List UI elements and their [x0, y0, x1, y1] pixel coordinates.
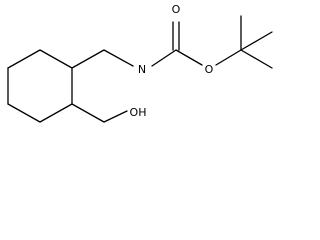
bond-set [7, 15, 273, 123]
ring-bond-6 [7, 49, 41, 69]
c-oh-bond [103, 110, 128, 123]
n-c-carbonyl-bond [151, 49, 177, 67]
tertbutyl-methyl-bond-down [240, 49, 273, 69]
o-c-tertbutyl-bond [215, 49, 242, 66]
ring-bond-3 [39, 103, 73, 123]
atom-labels: O N O OH [130, 3, 214, 119]
atom-label-oxygen-carbonyl: O [172, 3, 181, 16]
atom-label-nitrogen: N [138, 63, 146, 76]
chemical-structure-diagram: O N O OH [7, 3, 273, 123]
atom-label-oxygen-ester: O [205, 63, 214, 76]
ch2-n-bond [103, 49, 134, 67]
ring-bond-4 [7, 103, 41, 123]
c-o-ester-bond [175, 49, 203, 66]
ring-bond-1 [39, 49, 73, 69]
atom-label-hydroxyl: OH [130, 106, 147, 119]
ch2-oh-bond [71, 103, 105, 123]
tertbutyl-methyl-bond-right [240, 31, 273, 51]
ring-ch2-bond [71, 49, 105, 69]
